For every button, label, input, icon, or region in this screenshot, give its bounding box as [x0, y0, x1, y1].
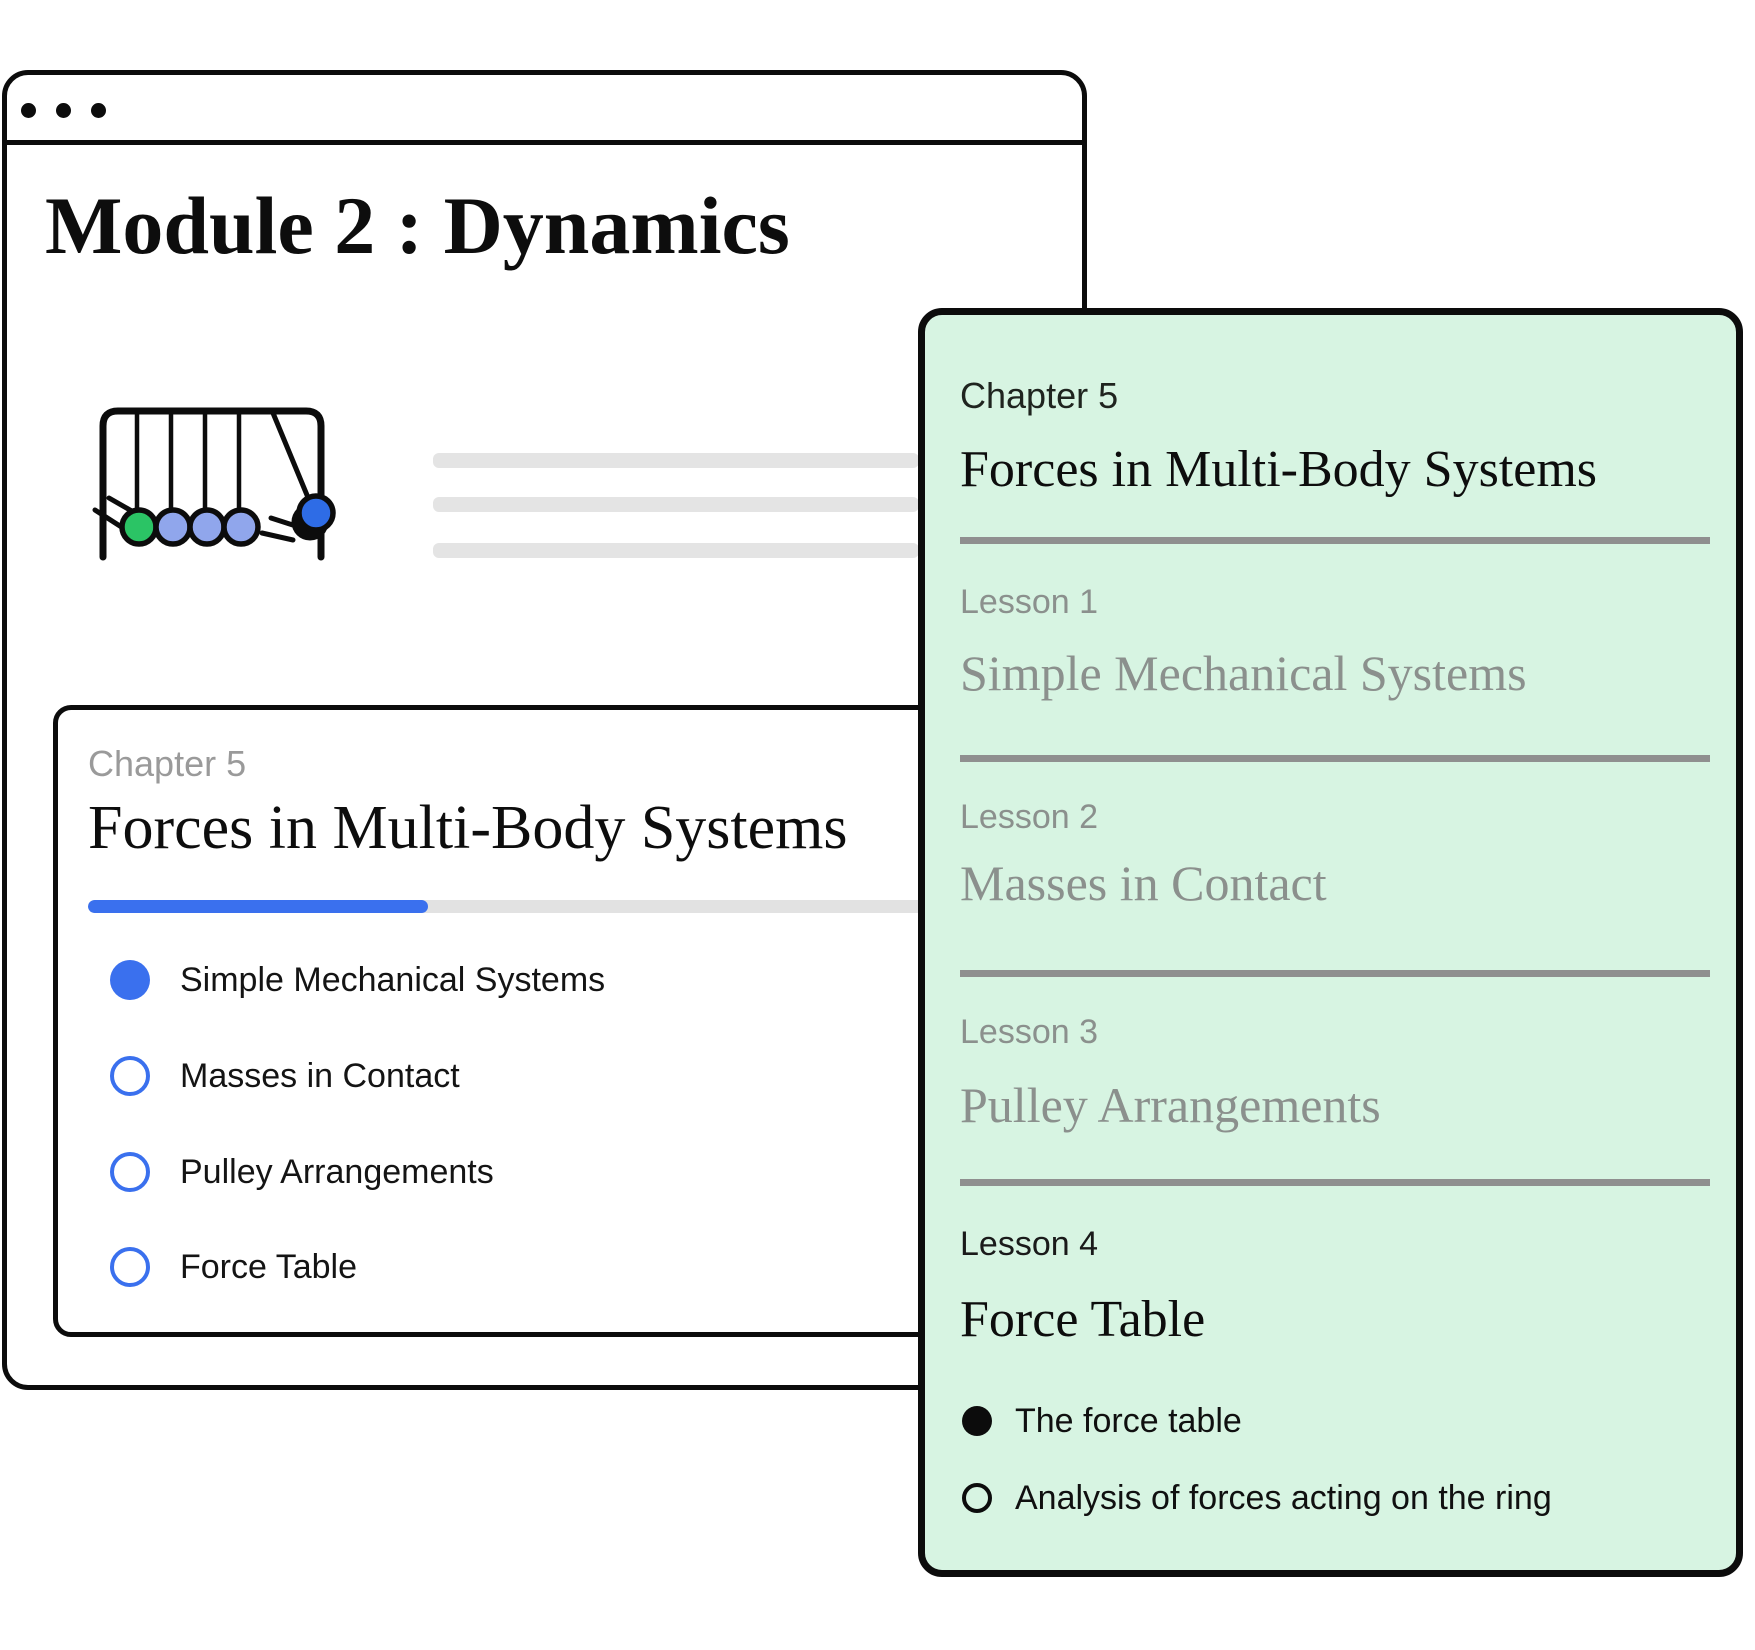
placeholder-line: [433, 497, 919, 512]
radio-empty-icon[interactable]: [110, 1056, 150, 1096]
chapter-title: Forces in Multi-Body Systems: [88, 794, 848, 862]
list-item-label: Pulley Arrangements: [180, 1152, 494, 1191]
list-item[interactable]: Force Table: [58, 1245, 918, 1289]
lesson-1-title[interactable]: Simple Mechanical Systems: [960, 645, 1527, 701]
list-item-label: Simple Mechanical Systems: [180, 960, 606, 999]
window-dot-icon[interactable]: [21, 103, 36, 118]
ball-periwinkle: [187, 507, 227, 547]
topic-item[interactable]: The force table: [925, 1401, 1705, 1441]
list-item[interactable]: Pulley Arrangements: [58, 1150, 918, 1194]
ball-blue: [296, 493, 336, 533]
divider: [960, 970, 1710, 977]
divider: [960, 755, 1710, 762]
bullet-empty-icon[interactable]: [962, 1483, 992, 1513]
lesson-4-title[interactable]: Force Table: [960, 1291, 1206, 1348]
motion-line-icon: [259, 530, 296, 543]
window-controls[interactable]: [21, 103, 106, 118]
topic-item[interactable]: Analysis of forces acting on the ring: [925, 1478, 1705, 1518]
list-item-label: Masses in Contact: [180, 1056, 460, 1095]
radio-filled-icon[interactable]: [110, 960, 150, 1000]
lesson-3-label: Lesson 3: [960, 1013, 1098, 1051]
progress-bar: [88, 900, 938, 913]
topic-label: The force table: [1015, 1401, 1242, 1440]
panel-chapter-eyebrow: Chapter 5: [960, 375, 1119, 416]
radio-empty-icon[interactable]: [110, 1247, 150, 1287]
panel-chapter-title: Forces in Multi-Body Systems: [960, 441, 1598, 498]
page-title: Module 2 : Dynamics: [45, 180, 790, 271]
lesson-3-title[interactable]: Pulley Arrangements: [960, 1077, 1381, 1133]
newtons-cradle-illustration: [92, 407, 336, 561]
lesson-4-label: Lesson 4: [960, 1225, 1098, 1263]
browser-window: Module 2 : Dynamics Chapter 5 Forces in …: [2, 70, 1087, 1390]
window-titlebar: [7, 75, 1082, 145]
lesson-1-label: Lesson 1: [960, 583, 1098, 621]
ball-periwinkle: [221, 507, 261, 547]
topic-label: Analysis of forces acting on the ring: [1015, 1478, 1552, 1517]
lesson-2-title[interactable]: Masses in Contact: [960, 855, 1327, 911]
divider: [960, 1179, 1710, 1186]
divider: [960, 537, 1710, 544]
lesson-panel: Chapter 5 Forces in Multi-Body Systems L…: [918, 308, 1743, 1577]
ball-periwinkle: [153, 507, 193, 547]
lesson-2-label: Lesson 2: [960, 798, 1098, 836]
cradle-frame: [99, 407, 325, 561]
list-item[interactable]: Simple Mechanical Systems: [58, 958, 918, 1002]
radio-empty-icon[interactable]: [110, 1152, 150, 1192]
bullet-filled-icon[interactable]: [962, 1406, 992, 1436]
window-dot-icon[interactable]: [56, 103, 71, 118]
motion-line-icon: [268, 515, 302, 530]
placeholder-line: [433, 543, 919, 558]
placeholder-line: [433, 453, 919, 468]
window-dot-icon[interactable]: [91, 103, 106, 118]
chapter-card: Chapter 5 Forces in Multi-Body Systems S…: [53, 705, 1040, 1337]
motion-line-icon: [92, 507, 126, 531]
chapter-eyebrow: Chapter 5: [88, 743, 247, 784]
ball-green: [119, 507, 159, 547]
progress-bar-fill: [88, 900, 428, 913]
list-item[interactable]: Masses in Contact: [58, 1054, 918, 1098]
list-item-label: Force Table: [180, 1247, 358, 1286]
